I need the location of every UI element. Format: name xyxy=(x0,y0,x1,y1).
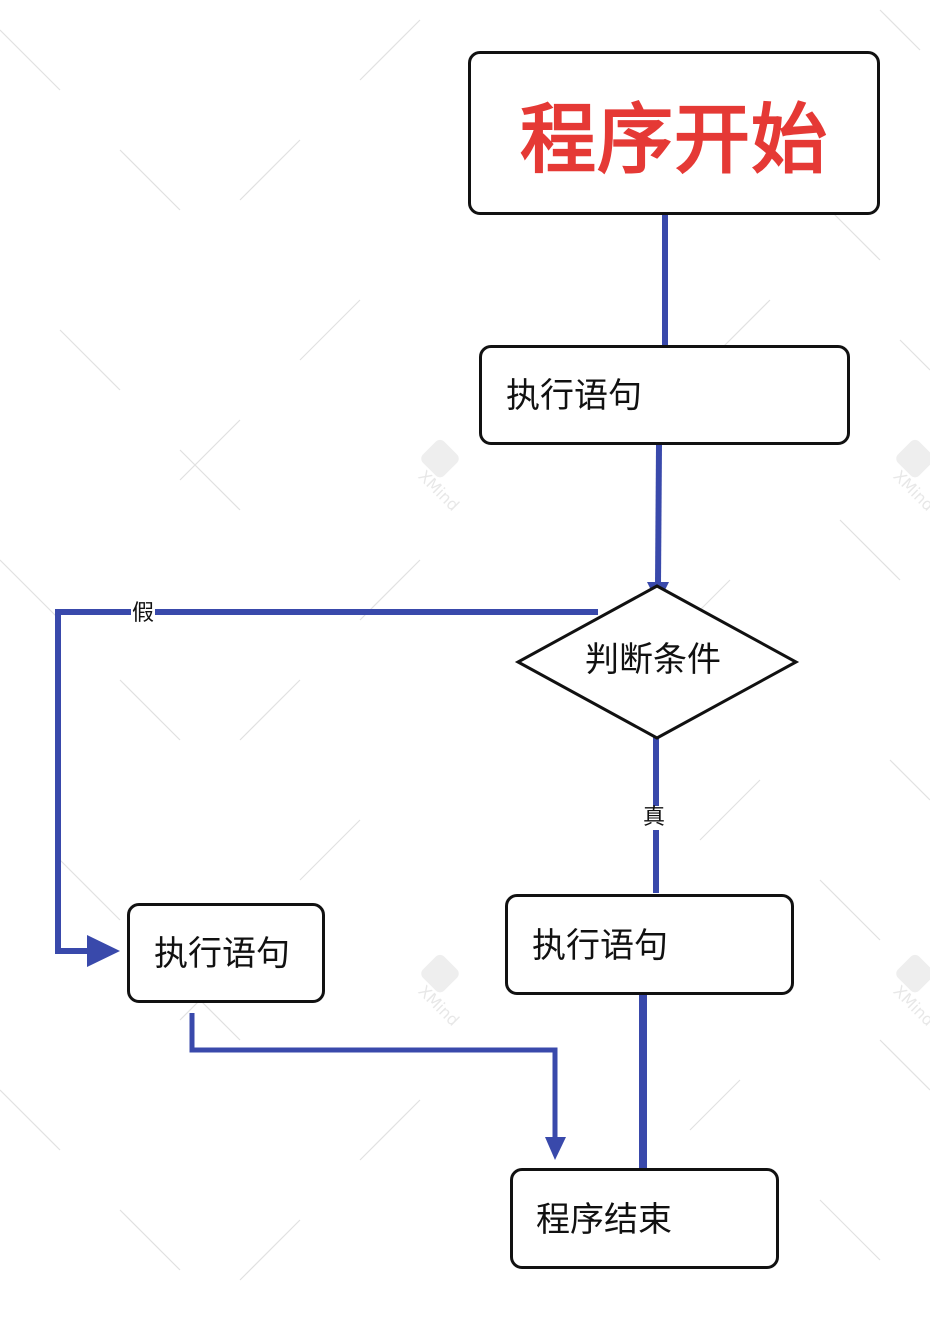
decision-diamond xyxy=(514,584,800,740)
connectors xyxy=(55,215,668,1175)
arrowhead-false-branch xyxy=(87,935,120,967)
connector-exec-to-decision xyxy=(655,444,662,585)
arrowheads xyxy=(87,348,679,1200)
end-node: 程序结束 xyxy=(510,1168,779,1269)
decision-node-label: 判断条件 xyxy=(585,640,721,680)
connector-false-branch xyxy=(55,609,598,954)
connector-left-exec-to-end xyxy=(189,1013,558,1140)
start-node: 程序开始 xyxy=(468,51,880,215)
xmind-watermark-4: XMind xyxy=(890,954,930,1030)
arrowhead-left-exec-to-end xyxy=(545,1137,566,1160)
xmind-watermark-1: XMind xyxy=(415,439,463,515)
false-branch-label: 假 xyxy=(131,601,156,626)
svg-text:XMind: XMind xyxy=(890,466,930,514)
exec-node-top: 执行语句 xyxy=(479,345,850,445)
exec-node-top-label: 执行语句 xyxy=(506,376,642,416)
xmind-watermark-3: XMind xyxy=(890,439,930,515)
exec-node-false: 执行语句 xyxy=(127,903,325,1003)
true-branch-label: 真 xyxy=(642,805,667,830)
start-node-label: 程序开始 xyxy=(520,95,828,184)
svg-text:XMind: XMind xyxy=(890,981,930,1029)
exec-node-true-label: 执行语句 xyxy=(532,926,668,966)
end-node-label: 程序结束 xyxy=(536,1200,672,1240)
exec-node-false-label: 执行语句 xyxy=(154,934,290,974)
exec-node-true: 执行语句 xyxy=(505,894,794,995)
xmind-watermark-2: XMind xyxy=(415,954,463,1030)
